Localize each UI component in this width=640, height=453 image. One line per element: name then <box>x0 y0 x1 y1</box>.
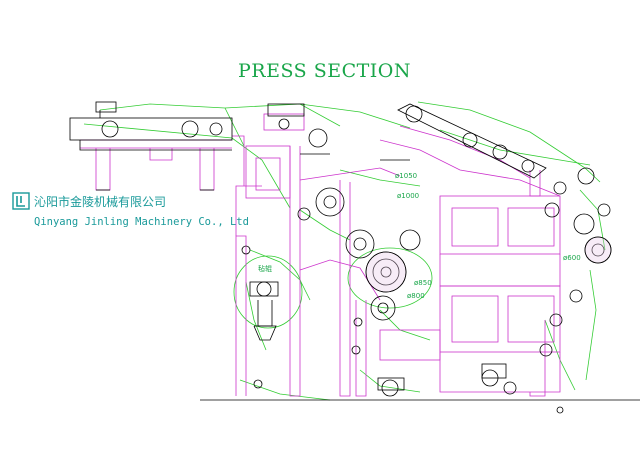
felt-label: 毡辊 <box>258 264 272 273</box>
machine-components <box>69 101 640 414</box>
company-logo-icon <box>12 192 30 210</box>
roll-label-850: ø850 <box>414 279 432 287</box>
roll-label-1050: ø1050 <box>395 172 417 180</box>
company-name-english: Qinyang Jinling Machinery Co., Ltd <box>34 216 249 228</box>
roll-label-600: ø600 <box>563 254 581 262</box>
machine-frame <box>80 113 561 397</box>
highlight-rolls <box>365 236 612 293</box>
roll-label-800: ø800 <box>407 292 425 300</box>
felt-run-lines <box>83 101 606 401</box>
page-title: PRESS SECTION <box>238 60 412 82</box>
roll-label-1000: ø1000 <box>397 192 419 200</box>
company-name-chinese: 沁阳市金陵机械有限公司 <box>34 195 167 209</box>
